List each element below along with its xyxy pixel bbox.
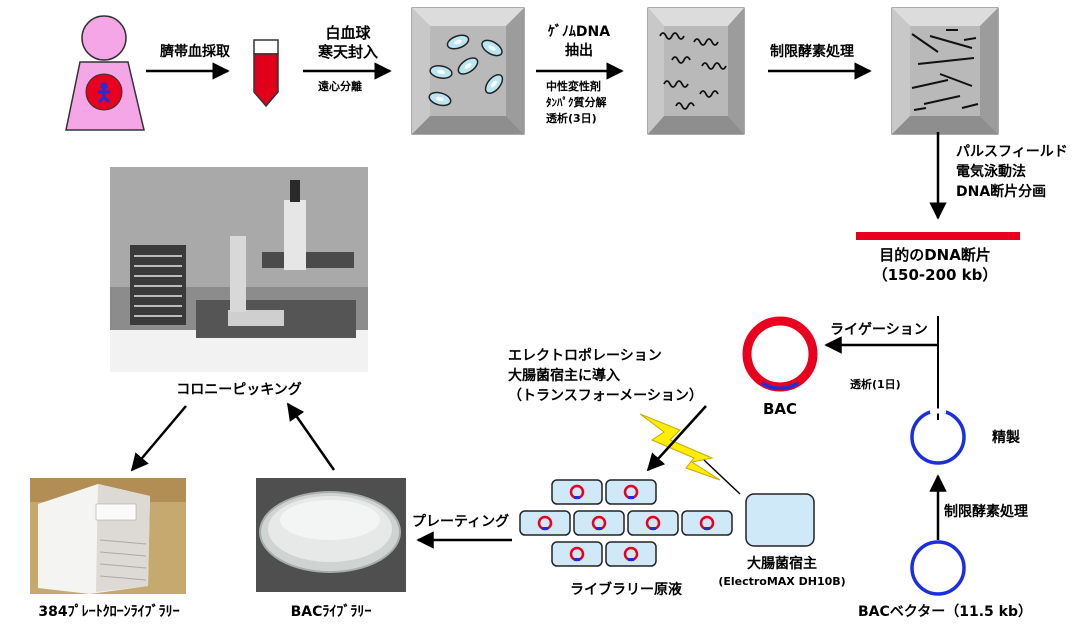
purified-vector-icon [910,408,966,465]
bac-vector-icon [910,540,966,596]
label-colony-picking: コロニーピッキング [176,382,302,398]
label-ecoli-line2: (ElectroMAX DH10B) [718,575,846,588]
label-target-line1: 目的のDNA断片 [879,246,991,264]
label-electro-line2: 大腸菌宿主に導入 [508,368,620,384]
label-genome-line1: ｹﾞﾉﾑDNA [547,24,611,40]
colony-picking-robot-photo [110,167,368,372]
label-cord-blood: 臍帯血採取 [160,44,230,60]
384-plate-library-photo [30,478,186,594]
label-genome-sub3: 透析(3日) [546,112,597,125]
blood-tube-icon [253,39,279,108]
label-ligation: ライゲーション [830,322,928,338]
label-genome-sub1: 中性変性剤 [546,80,601,93]
label-genome-line2: 抽出 [565,43,593,59]
label-target-line2: （150-200 kb） [872,266,998,284]
label-pfge-line3: DNA断片分画 [956,184,1047,200]
label-wbc-line1: 白血球 [325,24,371,42]
label-384-plate-library: 384ﾌﾟﾚｰﾄｸﾛｰﾝﾗｲﾌﾞﾗﾘｰ [38,604,180,620]
arrow-transformation [646,405,707,472]
label-restriction-top: 制限酵素処理 [770,44,854,60]
line-ecoli [703,459,741,495]
label-bac: BAC [762,400,798,418]
arrow-to-plates [130,405,187,472]
label-restriction-right: 制限酵素処理 [944,504,1028,520]
agar-cube-cells-icon [411,7,525,135]
label-electro-line3: （トランスフォーメーション） [508,388,703,404]
mother-icon [65,15,145,131]
label-dialysis-1day: 透析(1日) [850,378,901,391]
label-bac-vector: BACベクター（11.5 kb） [858,604,1032,620]
label-plating: プレーティング [412,514,510,530]
label-electro-line1: エレクトロポレーション [508,348,662,364]
label-wbc-line2: 寒天封入 [317,43,378,61]
label-library-stock: ライブラリー原液 [570,582,682,598]
label-pfge-line1: パルスフィールド [956,144,1068,160]
target-dna-fragment-bar [856,232,1020,240]
label-purify: 精製 [992,430,1020,446]
label-centrifuge: 遠心分離 [318,80,362,93]
label-ecoli-line1: 大腸菌宿主 [747,556,817,572]
agar-cube-digested-dna-icon [891,7,999,135]
bac-recombinant-icon [742,316,818,392]
label-bac-library: BACﾗｲﾌﾞﾗﾘｰ [290,604,372,620]
bac-library-dish-photo [256,478,406,592]
label-pfge-line2: 電気泳動法 [956,164,1026,180]
agar-cube-genomic-dna-icon [647,7,745,135]
library-cells-icon [519,479,733,567]
ecoli-host-icon [745,493,815,547]
arrow-to-picking [286,402,336,471]
electroporation-lightning-icon [639,413,721,481]
label-genome-sub2: ﾀﾝﾊﾟｸ質分解 [546,96,607,109]
